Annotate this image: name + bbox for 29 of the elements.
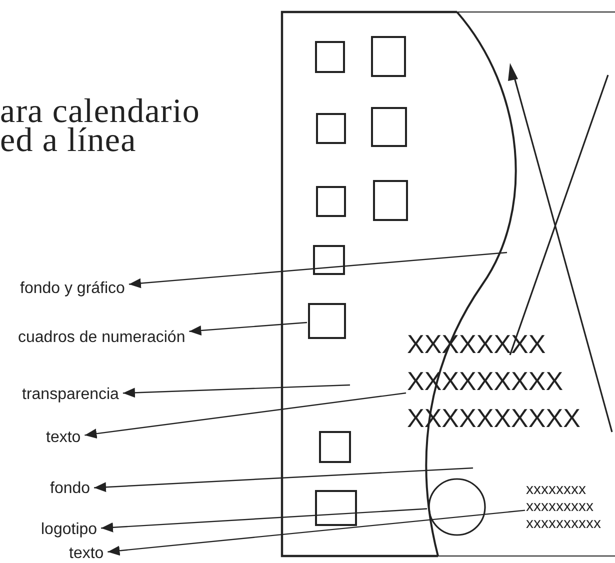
numbering-square: [315, 490, 357, 526]
leader-line: [108, 510, 526, 556]
callout-label: texto: [46, 429, 81, 447]
callout-label: cuadros de numeración: [18, 329, 186, 347]
leader-line: [122, 384, 350, 398]
numbering-square: [373, 180, 408, 221]
title: ara calendario ed a línea: [0, 97, 201, 155]
placeholder-text: xxxxxxxxxx: [526, 515, 601, 532]
numbering-square: [371, 107, 407, 147]
callout-label: logotipo: [41, 521, 98, 539]
numbering-square: [319, 431, 351, 463]
placeholder-text: xxxxxxxxx: [526, 498, 594, 515]
numbering-square: [371, 36, 406, 77]
leader-line: [128, 252, 508, 288]
numbering-square: [315, 41, 345, 73]
callout-label: fondo y gráfico: [20, 280, 125, 298]
callout-label: fondo: [50, 480, 90, 498]
leader-line: [94, 467, 474, 492]
numbering-square: [313, 245, 345, 275]
leader-line: [84, 392, 406, 439]
callout-label: transparencia: [22, 386, 119, 404]
leader-line: [189, 322, 308, 336]
numbering-square: [308, 303, 346, 339]
numbering-square: [316, 186, 346, 217]
callout-label: texto: [69, 545, 104, 563]
placeholder-circle: [428, 478, 486, 536]
placeholder-text: xxxxxxxx: [526, 481, 587, 498]
numbering-square: [316, 113, 346, 144]
leader-line: [101, 508, 428, 532]
